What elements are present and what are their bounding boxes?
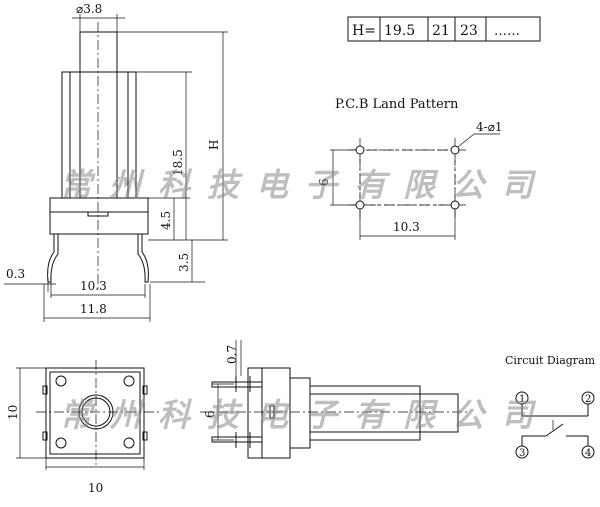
bottom-dim-side: 10 — [6, 405, 20, 420]
dim-pin-thickness: 0.3 — [6, 267, 25, 281]
h-table-value-3: 23 — [460, 23, 478, 39]
dim-body-height: 18.5 — [171, 149, 185, 176]
h-table-value-1: 19.5 — [384, 23, 415, 39]
circuit-pin-1: 1 — [519, 394, 525, 405]
dim-h: H — [207, 140, 221, 150]
dim-pin-pitch: 6 — [203, 410, 217, 418]
watermark-top: 常州科技电子有限公司 — [60, 166, 550, 204]
circuit-diagram: Circuit Diagram 1 2 3 4 — [505, 354, 596, 459]
circuit-title: Circuit Diagram — [505, 354, 596, 367]
h-table-value-4: …… — [494, 24, 520, 39]
pcb-dim-vertical: 6 — [317, 178, 331, 186]
hole-callout: 4-⌀1 — [476, 120, 503, 134]
dim-total-width: 11.8 — [80, 302, 107, 316]
dim-pin-span: 10.3 — [80, 279, 107, 293]
side-view: ⌀3.8 H 18.5 4.5 3.5 0.3 10.3 11.8 — [4, 2, 228, 322]
dim-pin-height: 3.5 — [177, 253, 191, 272]
dim-top-diameter: ⌀3.8 — [76, 2, 102, 16]
h-table-value-2: 21 — [432, 23, 450, 39]
dim-pin-width: 0.7 — [225, 345, 239, 364]
circuit-pin-3: 3 — [519, 448, 525, 459]
h-table: H= 19.5 21 23 …… — [347, 16, 541, 42]
watermark-group: 常州科技电子有限公司 常州科技电子有限公司 — [60, 166, 550, 434]
bottom-dim-bottom: 10 — [88, 481, 103, 495]
dim-step: 4.5 — [159, 211, 173, 230]
h-table-label: H= — [352, 23, 376, 39]
pcb-title: P.C.B Land Pattern — [335, 97, 459, 112]
circuit-pin-2: 2 — [585, 394, 591, 405]
pcb-dim-horizontal: 10.3 — [393, 220, 420, 234]
side-view-2: 0.7 6 — [200, 340, 470, 459]
watermark-bottom: 常州科技电子有限公司 — [60, 396, 550, 434]
circuit-pin-4: 4 — [585, 448, 591, 459]
pcb-land-pattern: P.C.B Land Pattern 4-⌀1 6 10.3 — [317, 97, 503, 240]
bottom-view: 10 10 — [6, 360, 160, 495]
